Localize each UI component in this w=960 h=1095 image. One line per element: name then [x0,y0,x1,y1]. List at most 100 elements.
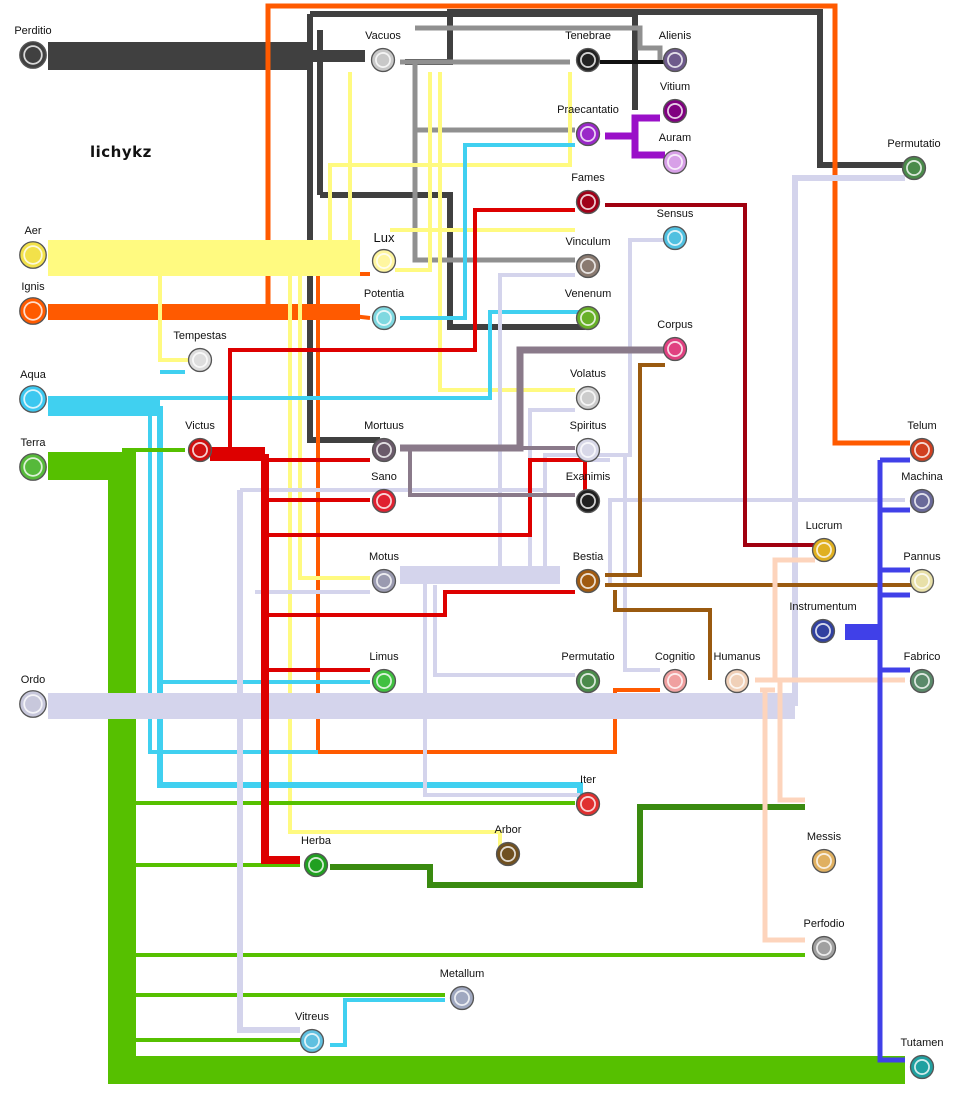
permutatio-cycle-icon [874,153,954,183]
aspect-node-mortuus: Mortuus [344,420,424,465]
aspect-label: Vinculum [565,236,611,248]
aspect-label: Auram [658,132,692,144]
aspect-label: Herba [301,835,331,847]
aspect-node-corpus: Corpus [635,319,715,364]
aqua-waves-icon [0,384,73,414]
vitium-blob-icon [635,96,715,126]
aspect-label: Perditio [14,25,52,37]
aspect-node-aqua: Aqua [0,369,73,414]
ignis-wires [48,3,910,754]
humanus-wires [755,557,905,943]
aspect-label: Vacuos [365,30,401,42]
aspect-node-terra: Terra [0,437,73,482]
fames-wire [605,203,815,547]
telum-blade-icon [882,435,960,465]
aqua-wires [48,143,583,1047]
aspect-label: Motus [369,551,399,563]
author-signature: lichykz [90,143,152,161]
aspect-node-aer: Aer [0,225,73,270]
bestia-claw-icon [548,566,628,596]
instrumentum-tools-icon [783,616,863,646]
aspect-node-humanus: Humanus [697,651,777,696]
metallum-ingot-icon [422,983,502,1013]
aspect-node-potentia: Potentia [344,288,424,333]
mortuus-skull-icon [344,435,424,465]
exanimis-skull-icon [548,486,628,516]
aspect-label: Sano [371,471,397,483]
aspect-label: Venenum [564,288,612,300]
ordo-triangle-icon [0,689,73,719]
sensus-face-icon [635,223,715,253]
venenum-poison-icon [548,303,628,333]
herba-wires [330,804,805,888]
volatus-feather-icon [548,383,628,413]
terra-wires [48,448,905,1084]
aspect-label: Bestia [572,551,604,563]
iter-path-icon [548,789,628,819]
aspect-node-perditio: Perditio [0,25,73,70]
aspect-label: Vitreus [294,1011,330,1023]
victus-wires [210,208,587,864]
aspect-label: Volatus [569,368,607,380]
alienis-portal-icon [635,45,715,75]
aspect-label: Aer [24,225,42,237]
vacuos-wires [400,25,663,263]
aspect-node-tempestas: Tempestas [160,330,240,375]
aspect-label: Pannus [903,551,941,563]
aspect-node-motus: Motus [344,551,424,596]
aspect-node-fabrico: Fabrico [882,651,960,696]
aspect-label: Messis [806,831,842,843]
pannus-cloth-icon [882,566,960,596]
aspect-node-cognitio: Cognitio [635,651,715,696]
instrumentum-wires [845,457,910,1063]
aspect-node-messis: Messis [784,831,864,876]
aspect-label: Perfodio [803,918,845,930]
aspect-node-victus: Victus [160,420,240,465]
aspect-node-exanimis: Exanimis [548,471,628,516]
perditio-bolt-icon [0,40,73,70]
aspect-node-tenebrae: Tenebrae [548,30,628,75]
aspect-label: Lux [373,230,395,245]
tenebrae-moon-icon [548,45,628,75]
aspect-label: Exanimis [565,471,611,483]
aspect-node-bestia: Bestia [548,551,628,596]
humanus-figure-icon [697,666,777,696]
aspect-node-ignis: Ignis [0,281,73,326]
ignis-flame-icon [0,296,73,326]
aspect-label: Aqua [20,369,46,381]
aspect-label: Fames [571,172,605,184]
vitreus-crystal-icon [272,1026,352,1056]
mortuus-wires [400,346,665,497]
aspect-node-limus: Limus [344,651,424,696]
aspect-label: Ignis [21,281,45,293]
praecantatio-wand-icon [548,119,628,149]
fames-mouth-icon [548,187,628,217]
aspect-label: Telum [907,420,937,432]
aspect-label: Tempestas [173,330,227,342]
aspect-label: Victus [185,420,215,432]
aspect-node-vinculum: Vinculum [548,236,628,281]
aspect-label: Machina [901,471,943,483]
aspect-label: Metallum [439,968,485,980]
aspect-node-alienis: Alienis [635,30,715,75]
aspect-node-volatus: Volatus [548,368,628,413]
aspect-node-lux: Lux [344,231,424,276]
aspect-label: Limus [369,651,399,663]
motus-motion-icon [344,566,424,596]
limus-slime-icon [344,666,424,696]
aspect-label: Corpus [657,319,693,331]
aspect-node-praecantatio: Praecantatio [548,104,628,149]
aspect-node-tutamen: Tutamen [882,1037,960,1082]
aspect-node-perfodio: Perfodio [784,918,864,963]
aer-swirl-icon [0,240,73,270]
aspect-node-arbor: Arbor [468,824,548,869]
aspect-label: Praecantatio [557,104,619,116]
aspect-label: Lucrum [805,520,843,532]
aspect-label: Fabrico [903,651,941,663]
fabrico-hammer-icon [882,666,960,696]
vinculum-chain-icon [548,251,628,281]
aspect-label: Ordo [20,674,46,686]
aspect-node-ordo: Ordo [0,674,73,719]
aspect-node-instrumentum: Instrumentum [783,601,863,646]
aspect-node-telum: Telum [882,420,960,465]
